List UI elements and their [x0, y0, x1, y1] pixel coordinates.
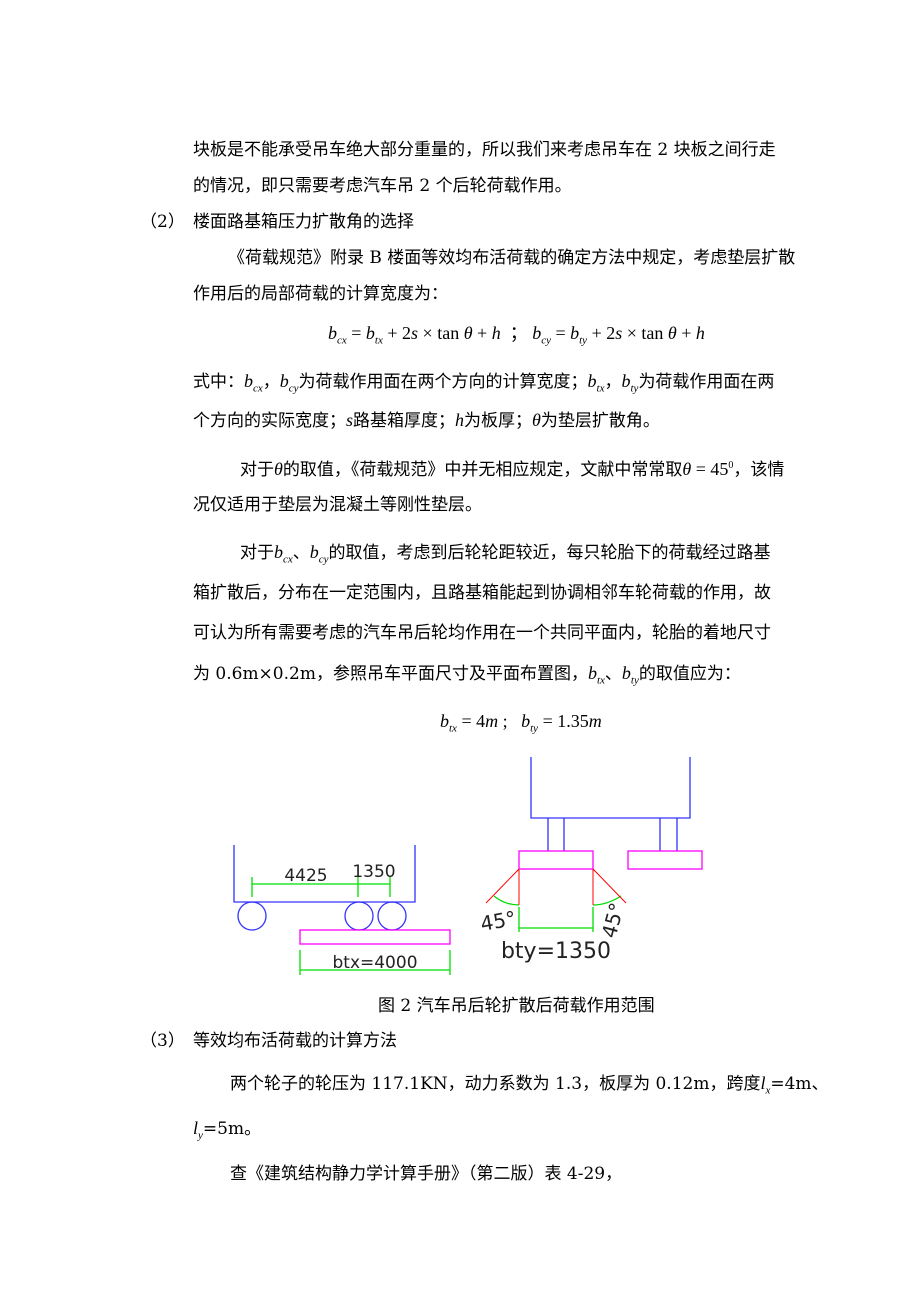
paragraph-line: 况仅适用于垫层为混凝土等刚性垫层。: [193, 495, 482, 515]
wheel: [344, 901, 374, 931]
tire-pad: [627, 850, 703, 870]
section-heading: 等效均布活荷载的计算方法: [193, 1031, 397, 1051]
paragraph-line: 对于θ的取值，《荷载规范》中并无相应规定，文献中常常取θ = 450，该情: [240, 459, 785, 480]
section-number: （2）: [140, 212, 185, 232]
paragraph-line: 《荷载规范》附录 B 楼面等效均布活荷载的确定方法中规定，考虑垫层扩散: [228, 248, 796, 268]
paragraph-line: 为 0.6m×0.2m，参照吊车平面尺寸及平面布置图，btx、bty的取值应为：: [193, 663, 741, 687]
paragraph-line: 块板是不能承受吊车绝大部分重量的，所以我们来考虑吊车在 2 块板之间行走: [193, 140, 776, 160]
wheel: [377, 901, 407, 931]
dimension-label: btx=4000: [332, 953, 417, 973]
formula-2: btx = 4m ; bty = 1.35m: [440, 711, 602, 735]
dimension-label: 1350: [352, 862, 395, 882]
angle-label: 45°: [479, 906, 518, 936]
paragraph-line: 式中：bcx，bcy为荷载作用面在两个方向的计算宽度；btx，bty为荷载作用面…: [193, 371, 775, 395]
truck-rear-view: [530, 757, 691, 851]
dimension-label: 4425: [284, 866, 327, 886]
wheel: [237, 901, 267, 931]
section-heading: 楼面路基箱压力扩散角的选择: [193, 212, 414, 232]
paragraph-line: 的情况，即只需要考虑汽车吊 2 个后轮荷载作用。: [193, 176, 572, 196]
figure-caption: 图 2 汽车吊后轮扩散后荷载作用范围: [378, 996, 655, 1016]
dimension-label: bty=1350: [501, 939, 611, 964]
paragraph-line: 可认为所有需要考虑的汽车吊后轮均作用在一个共同平面内，轮胎的着地尺寸: [193, 623, 771, 643]
dimension-lines: [251, 877, 622, 975]
paragraph-line: ly=5m。: [193, 1118, 262, 1142]
load-area: [299, 929, 451, 945]
paragraph-line: 作用后的局部荷载的计算宽度为：: [193, 284, 448, 304]
spread-lines: [485, 868, 627, 905]
angle-label: 45°: [597, 900, 629, 940]
tire-pad: [518, 850, 594, 870]
truck-side-view: [233, 845, 416, 931]
paragraph-line: 箱扩散后，分布在一定范围内，且路基箱能起到协调相邻车轮荷载的作用，故: [193, 583, 771, 603]
section-number: （3）: [140, 1031, 185, 1051]
paragraph-line: 两个轮子的轮压为 117.1KN，动力系数为 1.3，板厚为 0.12m，跨度l…: [230, 1073, 829, 1097]
paragraph-line: 个方向的实际宽度；s路基箱厚度；h为板厚；θ为垫层扩散角。: [193, 410, 660, 431]
paragraph-line: 对于bcx、bcy的取值，考虑到后轮轮距较近，每只轮胎下的荷载经过路基: [240, 542, 771, 566]
formula-1: bcx = btx + 2s × tan θ + h ； bcy = bty +…: [328, 323, 705, 347]
paragraph-line: 查《建筑结构静力学计算手册》（第二版）表 4-29，: [230, 1164, 623, 1184]
